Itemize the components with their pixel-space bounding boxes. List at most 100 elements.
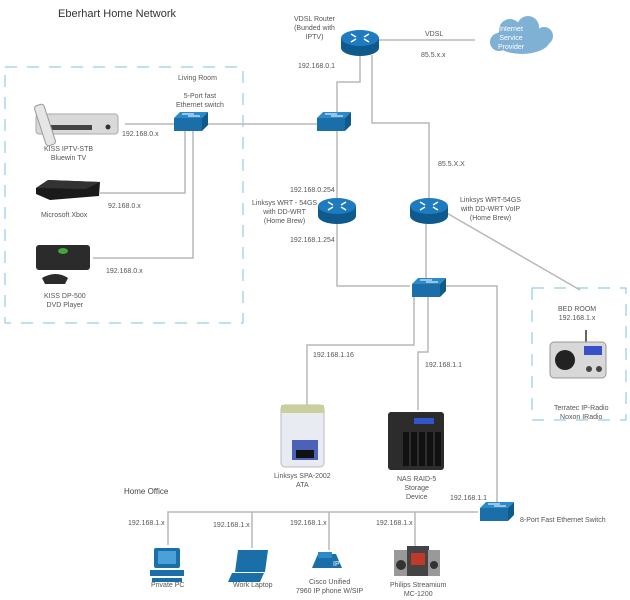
living-room-zone [4,66,244,324]
living-room-switch-label: 5-Port fast Ethernet switch [176,92,224,110]
central-switch-icon [316,111,352,132]
ata-label: Linksys SPA-2002 ATA [274,472,331,490]
ip-radio-label: Terratec IP-Radio Noxon IRadio [554,404,608,422]
ip-phone-icon: IP [312,552,342,568]
device-label-line: 7960 IP phone W/SIP [296,588,364,595]
iptv-stb-ip: 192.168.0.x [122,131,159,138]
device-label-line: Bluewin TV [50,155,87,162]
router-label-line: with DD-WRT VoIP [460,206,521,213]
nas-label: NAS RAID-5 Storage Device [397,475,436,502]
nas-link [417,296,429,410]
device-label-line: KISS DP-500 [44,293,86,300]
home-office-bus [167,511,478,545]
bed-room-title-text: BED ROOM [558,306,597,313]
router-left-ip-bottom: 192.168.1.254 [290,237,335,244]
device-label-line: Cisco Unified [308,579,351,586]
dvd-player-ip: 192.168.0.x [106,268,143,275]
vdsl-router-label-line: VDSL Router [294,16,335,23]
device-label-line: Linksys SPA-2002 [274,473,331,480]
pc-ip: 192.168.1.x [128,520,165,527]
office-switch-icon [411,277,447,298]
office-switch-to-8port [436,285,498,506]
stereo-icon [394,546,440,576]
router-label-line: with DD-WRT [263,209,306,216]
stereo-ip: 192.168.1.x [376,520,413,527]
diagram-title: Eberhart Home Network [58,8,176,20]
isp-label-line: Provider [498,44,525,51]
bed-room-ip: 192.168.1.x [558,315,596,322]
vdsl-router-icon [340,29,380,57]
device-label-line: Device [405,494,428,501]
living-room-switch-icon [173,111,209,132]
vdsl-link-label: VDSL [425,31,444,38]
router-to-central-switch [336,55,361,115]
laptop-ip: 192.168.1.x [213,522,250,529]
router-label-line: (Home Brew) [263,218,306,225]
vdsl-router-ip: 192.168.0.1 [298,63,335,70]
isp-label-line: Internet [499,26,523,33]
isp-label: Internet Service Provider [498,25,524,52]
xbox-link [100,130,186,194]
pc-icon [150,548,184,582]
bed-room-zone [531,287,627,421]
network-links [93,39,581,550]
ata-ip: 192.168.1.16 [313,352,354,359]
ip-phone-label: Cisco Unified 7960 IP phone W/SIP [296,578,363,596]
router-right-icon [409,197,449,225]
eight-port-switch-icon [479,501,515,522]
eight-port-switch-label: 8-Port Fast Ethernet Switch [520,517,606,524]
router-left-ip-top: 192.168.0.254 [290,187,335,194]
eight-port-switch-ip: 192.168.1.1 [450,495,487,502]
router-right-label: Linksys WRT-54GS with DD-WRT VoIP (Home … [460,196,521,223]
router-label-line: Linksys WRT - 54GS [252,200,318,207]
device-label-line: KISS IPTV-STB [44,146,94,153]
router-label-line: (Home Brew) [469,215,512,222]
vdsl-router-label-line: IPTV) [305,34,324,41]
cloud-icon [490,16,553,54]
dvd-player-label: KISS DP-500 DVD Player [44,292,86,310]
xbox-icon [36,180,100,200]
switch-label-line: Ethernet switch [176,102,224,109]
xbox-ip: 92.168.0.x [108,203,141,210]
router-right-ip: 85.5.X.X [438,161,465,168]
device-label-line: MC-1200 [403,591,433,598]
ata-link [306,296,415,405]
device-label-line: DVD Player [46,302,84,309]
stereo-label: Philips Streamium MC-1200 [390,581,446,599]
bed-room-title: BED ROOM 192.168.1.x [558,305,596,323]
svg-text:IP: IP [333,561,340,568]
ip-phone-ip: 192.168.1.x [290,520,327,527]
iptv-stb-label: KISS IPTV-STB Bluewin TV [44,145,93,163]
isp-label-line: Service [499,35,523,42]
laptop-label: Work Laptop [233,582,273,589]
device-label-line: Storage [404,485,429,492]
router-left-label: Linksys WRT - 54GS with DD-WRT (Home Bre… [252,199,317,226]
laptop-icon [228,550,268,582]
switch-label-line: 5-Port fast [183,93,217,100]
vdsl-router-label-line: (Bunded with [294,25,335,32]
dvd-player-link [93,130,194,259]
device-label-line: Terratec IP-Radio [554,405,609,412]
nas-ip: 192.168.1.1 [425,362,462,369]
vdsl-router-label: VDSL Router (Bunded with IPTV) [294,15,335,42]
device-label-line: NAS RAID-5 [397,476,437,483]
voip-router-to-bedroom [437,207,581,291]
router-label-line: Linksys WRT-54GS [460,197,521,204]
router-left-to-office-switch [336,220,410,287]
wan-ip: 85.5.x.x [421,52,446,59]
device-label-line: Noxon IRadio [560,414,603,421]
living-room-title: Living Room [178,75,217,82]
device-label-line: Philips Streamium [390,582,447,589]
device-label-line: ATA [296,482,309,489]
home-office-title: Home Office [124,487,169,496]
ata-icon [280,404,325,468]
iptv-stb-icon [34,103,119,147]
ip-radio-icon [549,330,607,379]
dvd-player-icon [36,245,90,284]
xbox-label: Microsoft Xbox [41,212,88,219]
pc-label: Private PC [151,582,185,589]
router-left-icon [317,197,357,225]
router-to-voip-router [371,55,430,200]
nas-icon [388,412,444,470]
